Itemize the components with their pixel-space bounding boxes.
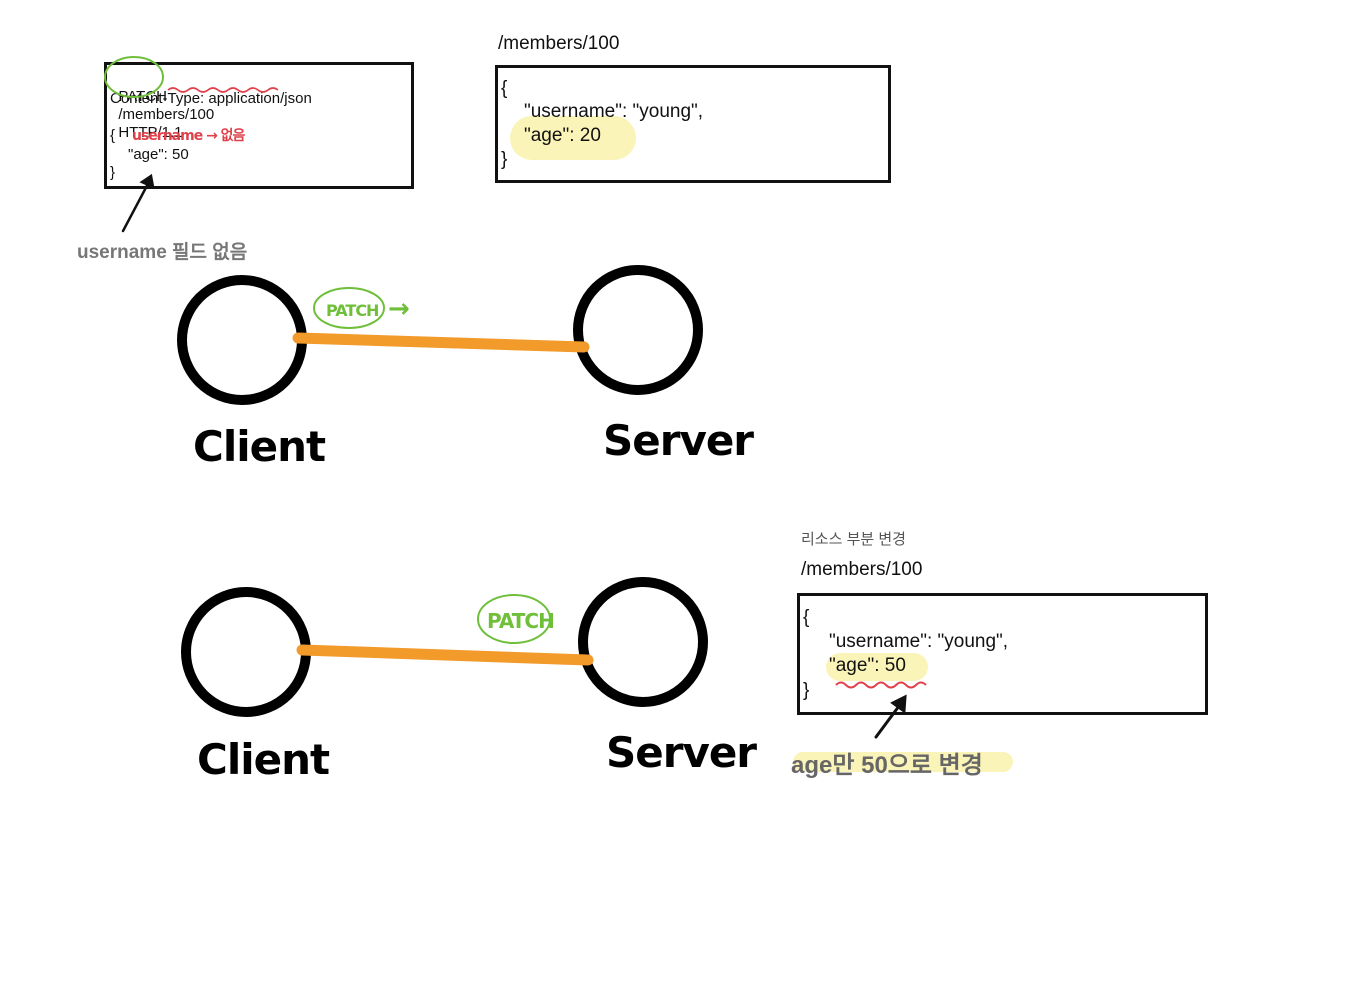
after-age-highlight	[826, 653, 928, 681]
top-client-node	[177, 275, 307, 405]
before-username-line: "username": "young",	[524, 101, 704, 122]
after-caption-highlight	[793, 752, 1013, 772]
bottom-server-node	[578, 577, 708, 707]
request-path: /members/100	[118, 106, 215, 123]
top-patch-badge-circle	[313, 287, 385, 329]
top-patch-arrow: →	[388, 294, 409, 324]
top-connection-line	[292, 332, 590, 353]
top-server-node	[573, 265, 703, 395]
after-resource-path: /members/100	[801, 559, 923, 580]
after-open-brace: {	[803, 607, 810, 628]
bottom-patch-badge: PATCH	[487, 609, 554, 633]
request-content-type: Content-Type: application/json	[110, 90, 312, 107]
bottom-client-node	[181, 587, 311, 717]
before-resource-path: /members/100	[498, 33, 620, 54]
after-caption: age만 50으로 변경	[791, 752, 983, 779]
top-server-label: Server	[603, 416, 754, 465]
bottom-client-label: Client	[197, 735, 330, 784]
bottom-patch-badge-circle	[477, 594, 551, 644]
path-underline	[167, 87, 279, 93]
bottom-connection-line	[296, 644, 594, 666]
after-subtitle: 리소스 부분 변경	[801, 531, 906, 548]
request-caption-arrow	[121, 173, 155, 233]
request-note: username → 없음	[132, 128, 245, 144]
top-client-label: Client	[193, 422, 326, 471]
before-close-brace: }	[501, 149, 508, 170]
before-open-brace: {	[501, 78, 508, 99]
bottom-server-label: Server	[606, 728, 757, 777]
after-username-line: "username": "young",	[829, 631, 1009, 652]
request-protocol: HTTP/1.1	[118, 124, 183, 141]
after-age-line: "age": 50	[829, 655, 906, 676]
top-patch-badge: PATCH	[326, 301, 378, 320]
request-close-brace: }	[110, 164, 116, 181]
before-age-line: "age": 20	[524, 125, 601, 146]
after-close-brace: }	[803, 680, 810, 701]
request-age-line: "age": 50	[128, 146, 189, 163]
request-message-box	[104, 62, 414, 189]
request-caption: username 필드 없음	[77, 242, 248, 263]
after-caption-arrow	[874, 694, 907, 739]
request-open-brace: {	[110, 127, 116, 144]
age-underline	[835, 681, 927, 689]
before-age-highlight	[510, 116, 636, 160]
method-circle	[104, 56, 164, 98]
